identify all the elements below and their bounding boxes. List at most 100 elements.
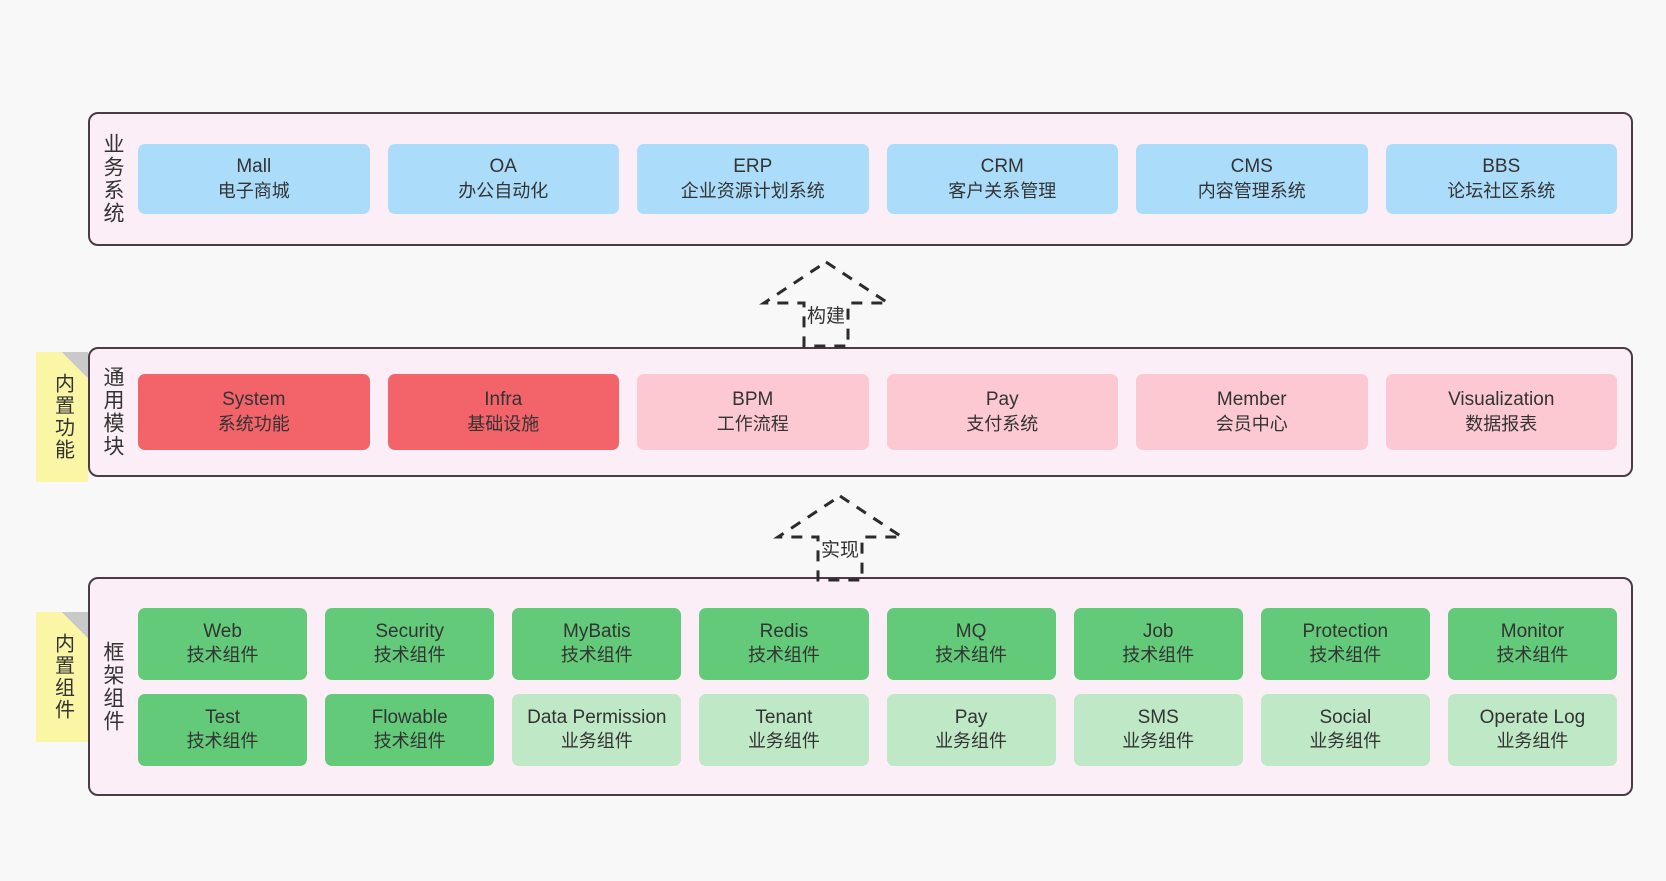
- card-subtitle: 技术组件: [935, 645, 1008, 666]
- card-pay[interactable]: Pay 业务组件: [886, 693, 1056, 766]
- card-subtitle: 技术组件: [373, 731, 446, 752]
- layer-framework-components: 框架组件 Web 技术组件 Security 技术组件 MyBatis 技术组件 Redis 技…: [88, 577, 1633, 796]
- card-title: Data Permission: [527, 706, 667, 728]
- card-subtitle: 业务组件: [1309, 731, 1382, 752]
- card-job[interactable]: Job 技术组件: [1073, 607, 1243, 680]
- card-title: OA: [489, 156, 517, 178]
- card-subtitle: 论坛社区系统: [1447, 180, 1556, 201]
- card-title: CMS: [1230, 156, 1273, 178]
- card-redis[interactable]: Redis 技术组件: [699, 607, 869, 680]
- card-protection[interactable]: Protection 技术组件: [1260, 607, 1430, 680]
- card-title: CRM: [980, 156, 1024, 178]
- card-subtitle: 技术组件: [560, 645, 633, 666]
- card-web[interactable]: Web 技术组件: [138, 607, 308, 680]
- card-title: Flowable: [371, 706, 448, 728]
- card-title: Job: [1142, 620, 1174, 642]
- card-title: Social: [1319, 706, 1372, 728]
- connector-build-arrow: 构建: [751, 258, 901, 348]
- card-title: Web: [203, 620, 242, 642]
- card-subtitle: 技术组件: [1309, 645, 1382, 666]
- card-title: Security: [375, 620, 444, 642]
- card-subtitle: 工作流程: [716, 413, 789, 434]
- card-subtitle: 电子商城: [217, 180, 290, 201]
- card-title: Protection: [1302, 620, 1389, 642]
- card-title: Member: [1216, 389, 1287, 411]
- card-title: SMS: [1137, 706, 1179, 728]
- card-title: ERP: [733, 156, 773, 178]
- connector-label: 构建: [806, 306, 845, 327]
- card-subtitle: 技术组件: [186, 731, 259, 752]
- card-title: Visualization: [1448, 389, 1555, 411]
- sticky-note-framework-components: 内置组件: [36, 612, 88, 742]
- up-block-arrow-icon: [759, 260, 893, 348]
- card-subtitle: 技术组件: [1496, 645, 1569, 666]
- layer-label-framework-components: 框架组件: [101, 640, 125, 733]
- card-title: Pay: [954, 706, 988, 728]
- card-title: Redis: [759, 620, 809, 642]
- card-title: MyBatis: [563, 620, 631, 642]
- card-subtitle: 会员中心: [1215, 413, 1288, 434]
- card-social[interactable]: Social 业务组件: [1260, 693, 1430, 766]
- card-operate-log[interactable]: Operate Log 业务组件: [1447, 693, 1617, 766]
- card-sms[interactable]: SMS 业务组件: [1073, 693, 1243, 766]
- sticky-note-label: 内置组件: [51, 633, 74, 721]
- card-subtitle: 数据报表: [1465, 413, 1538, 434]
- sticky-note-common-modules: 内置功能: [36, 352, 88, 482]
- card-title: Monitor: [1500, 620, 1565, 642]
- card-subtitle: 支付系统: [966, 413, 1039, 434]
- card-subtitle: 技术组件: [373, 645, 446, 666]
- card-data-permission[interactable]: Data Permission 业务组件: [512, 693, 682, 766]
- card-title: Test: [205, 706, 240, 728]
- card-subtitle: 技术组件: [747, 645, 820, 666]
- layer-label-common-modules: 通用模块: [101, 366, 125, 458]
- card-subtitle: 基础设施: [467, 413, 540, 434]
- card-title: System: [222, 389, 286, 411]
- card-subtitle: 内容管理系统: [1197, 180, 1306, 201]
- card-subtitle: 业务组件: [1496, 731, 1569, 752]
- card-subtitle: 技术组件: [1122, 645, 1195, 666]
- layer-label-business-systems: 业务系统: [101, 133, 125, 225]
- card-subtitle: 业务组件: [747, 731, 820, 752]
- card-test[interactable]: Test 技术组件: [138, 693, 308, 766]
- card-monitor[interactable]: Monitor 技术组件: [1447, 607, 1617, 680]
- card-subtitle: 业务组件: [1122, 731, 1195, 752]
- card-flowable[interactable]: Flowable 技术组件: [325, 693, 495, 766]
- card-subtitle: 办公自动化: [458, 180, 549, 201]
- up-block-arrow-icon: [773, 494, 907, 582]
- connector-label: 实现: [820, 540, 859, 561]
- connector-implement-arrow: 实现: [765, 492, 915, 582]
- card-subtitle: 业务组件: [560, 731, 633, 752]
- card-title: Operate Log: [1479, 706, 1586, 728]
- card-title: Pay: [985, 389, 1019, 411]
- card-subtitle: 技术组件: [186, 645, 259, 666]
- card-title: Infra: [484, 389, 523, 411]
- card-mybatis[interactable]: MyBatis 技术组件: [512, 607, 682, 680]
- card-security[interactable]: Security 技术组件: [325, 607, 495, 680]
- card-title: BPM: [732, 389, 774, 411]
- card-subtitle: 客户关系管理: [948, 180, 1057, 201]
- card-subtitle: 业务组件: [935, 731, 1008, 752]
